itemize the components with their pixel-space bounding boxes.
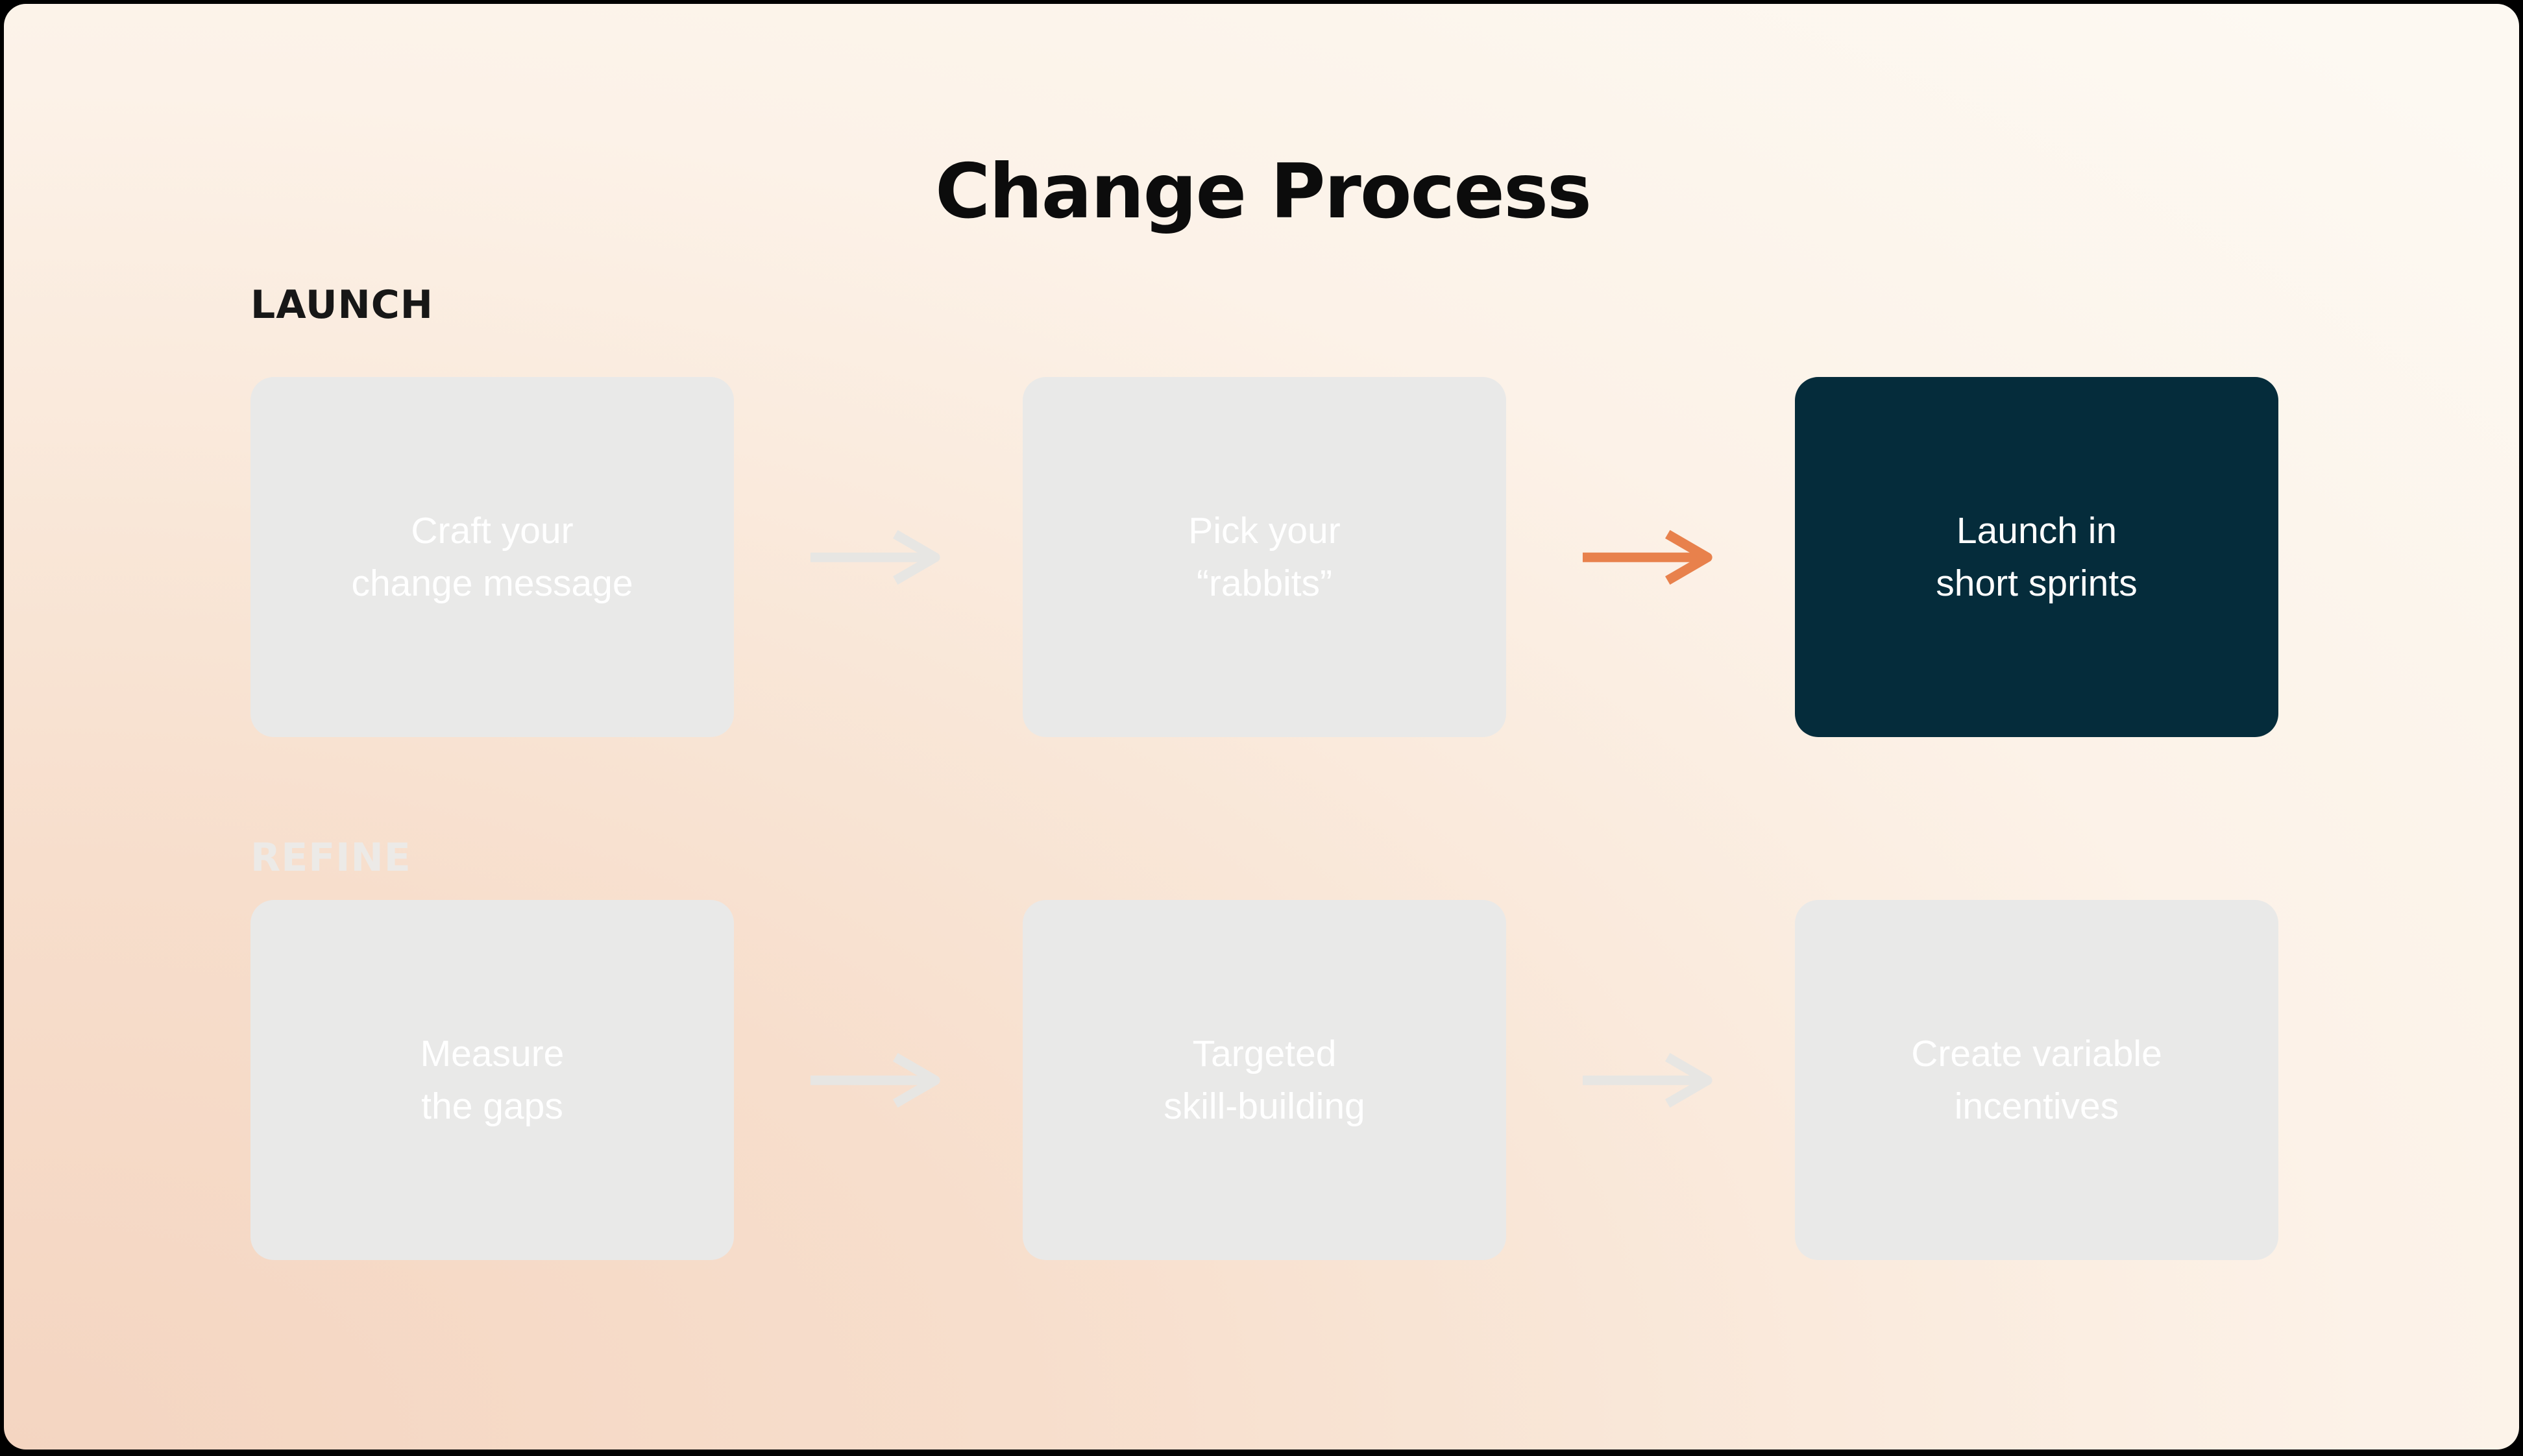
step-box-pick-rabbits: Pick your “rabbits” (1023, 377, 1506, 737)
step-box-skill-building: Targeted skill-building (1023, 900, 1506, 1260)
step-line: the gaps (421, 1085, 563, 1127)
step-box-craft-message: Craft your change message (250, 377, 734, 737)
arrow-cell (734, 377, 1023, 737)
step-line: Measure (420, 1032, 565, 1074)
step-line: incentives (1954, 1085, 2119, 1127)
arrow-right-highlight-icon (1582, 529, 1712, 585)
step-line: Craft your (411, 509, 574, 552)
refine-row: Measure the gaps Targeted skill-building (250, 900, 2278, 1260)
launch-row: Craft your change message Pick your “rab… (250, 377, 2278, 737)
arrow-cell (1506, 377, 1795, 737)
arrow-right-icon (810, 1052, 940, 1108)
slide-content: Change Process LAUNCH Craft your change … (250, 4, 2278, 1450)
step-line: skill-building (1164, 1085, 1365, 1127)
arrow-right-icon (810, 529, 940, 585)
section-label-launch: LAUNCH (250, 282, 434, 328)
arrow-cell (734, 900, 1023, 1260)
arrow-cell (1506, 900, 1795, 1260)
step-line: “rabbits” (1196, 562, 1333, 604)
step-box-launch-sprints: Launch in short sprints (1795, 377, 2278, 737)
step-box-measure-gaps: Measure the gaps (250, 900, 734, 1260)
arrow-right-icon (1582, 1052, 1712, 1108)
step-line: Create variable (1911, 1032, 2162, 1074)
page-title: Change Process (934, 148, 1592, 236)
slide-panel: Change Process LAUNCH Craft your change … (4, 4, 2519, 1450)
step-line: Targeted (1192, 1032, 1337, 1074)
section-label-refine: REFINE (250, 835, 411, 880)
step-line: short sprints (1936, 562, 2138, 604)
step-line: Launch in (1956, 509, 2117, 552)
step-line: change message (351, 562, 633, 604)
step-line: Pick your (1188, 509, 1341, 552)
step-box-variable-incentives: Create variable incentives (1795, 900, 2278, 1260)
